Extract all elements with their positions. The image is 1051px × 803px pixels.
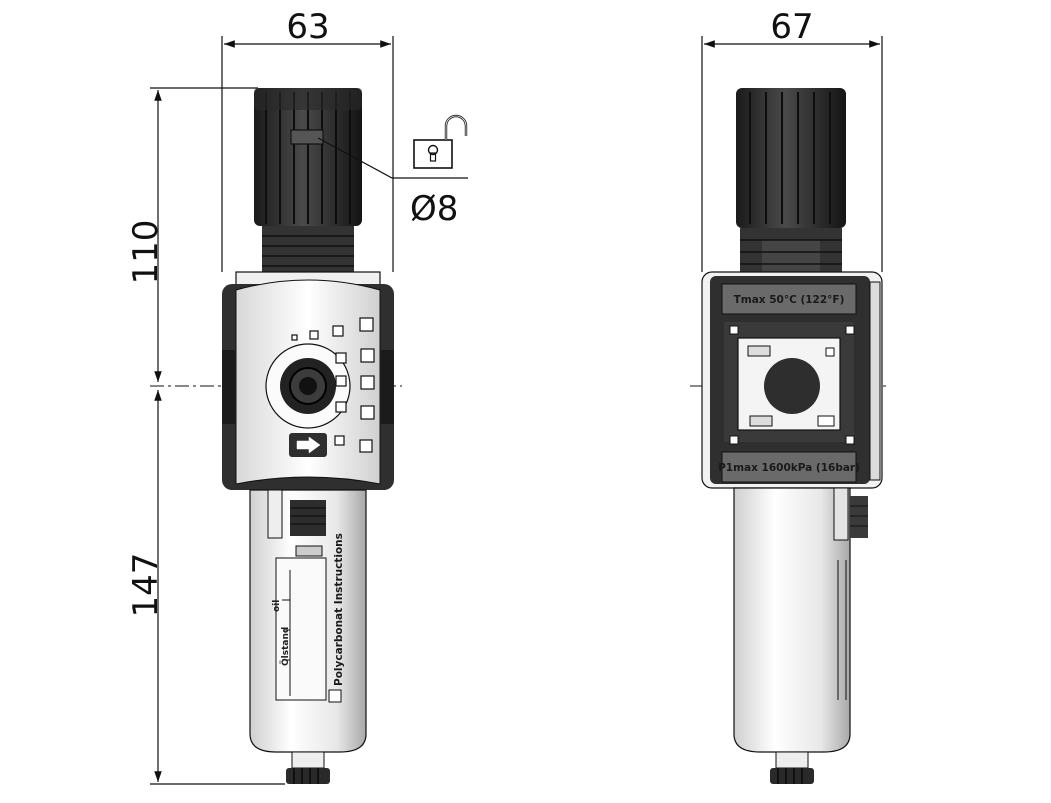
dim-width-front: 63 (286, 7, 329, 47)
dim-width-side: 67 (770, 7, 813, 47)
label-p1max: P1max 1600kPa (16bar) (718, 462, 860, 474)
label-plate-top (721, 283, 857, 315)
dim-height-bottom: 147 (126, 553, 166, 618)
arrow-right-icon (289, 433, 327, 457)
dim-diameter: Ø8 (410, 189, 458, 229)
side-view: 67 Tmax 50°C (122°F) (690, 7, 890, 784)
label-plate-bottom (721, 451, 857, 483)
port-hole (764, 358, 820, 414)
bowl-lock (290, 500, 326, 536)
dim-height-top: 110 (126, 220, 166, 285)
scale-mark: Ölstand (280, 627, 291, 666)
label-tmax: Tmax 50°C (122°F) (734, 294, 845, 306)
front-view: 63 110 147 Ø8 (126, 7, 468, 785)
adjustment-knob (736, 88, 846, 228)
scale-mark: oil (272, 600, 282, 612)
filter-bowl (733, 487, 851, 753)
marker-squares (291, 317, 375, 453)
drain-valve (775, 751, 809, 769)
leader-line (317, 137, 468, 179)
bowl-text: Polycarbonat Instructions (333, 533, 345, 686)
padlock-open-icon (413, 114, 468, 169)
bowl-lock-lever (850, 496, 868, 538)
bonnet-thread (262, 226, 354, 274)
lock-slot (290, 129, 324, 145)
drain-valve (291, 751, 325, 769)
